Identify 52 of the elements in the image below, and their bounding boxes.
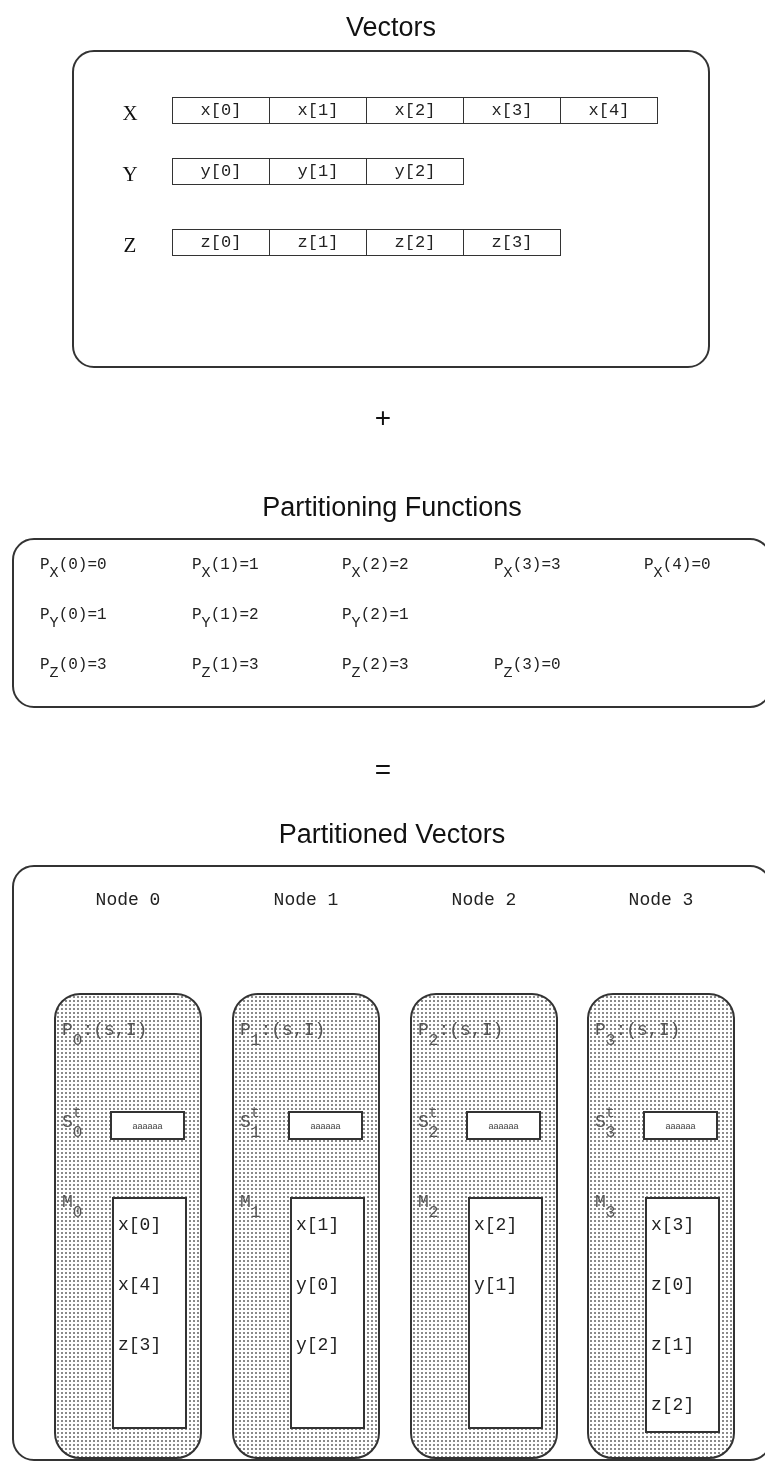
- vector-element: x[1]: [296, 1215, 340, 1235]
- array-cell: x[0]: [172, 97, 270, 124]
- partition-label: P$_{2}$:(s,I): [418, 1020, 504, 1050]
- array-cell: y[1]: [269, 158, 367, 185]
- array-cell: y[0]: [172, 158, 270, 185]
- array-cell: x[4]: [560, 97, 658, 124]
- panel-title: Partitioned Vectors: [278, 819, 506, 850]
- state-box: aaaaaa: [110, 1111, 185, 1140]
- state-box: aaaaaa: [466, 1111, 541, 1140]
- array-cell: x[2]: [366, 97, 464, 124]
- memory-box: [290, 1197, 365, 1429]
- memory-box: [112, 1197, 187, 1429]
- partition-label: P$_{3}$:(s,I): [595, 1020, 681, 1050]
- operator-symbol: =: [374, 754, 392, 786]
- vector-element: z[0]: [651, 1275, 695, 1295]
- vector-element: z[2]: [651, 1395, 695, 1415]
- array-cell: z[3]: [463, 229, 561, 256]
- vector-element: z[1]: [651, 1335, 695, 1355]
- node-title: Node 2: [451, 890, 517, 910]
- state-box: aaaaaa: [288, 1111, 363, 1140]
- memory-label: M$_{2}$: [418, 1192, 439, 1222]
- row-label: Y: [122, 161, 138, 187]
- node-title: Node 3: [628, 890, 694, 910]
- memory-label: M$_{0}$: [62, 1192, 83, 1222]
- memory-label: M$_{3}$: [595, 1192, 616, 1222]
- array-cell: x[3]: [463, 97, 561, 124]
- vector-element: x[3]: [651, 1215, 695, 1235]
- state-box: aaaaaa: [643, 1111, 718, 1140]
- panel-title: Vectors: [346, 12, 436, 43]
- partition-label: P$_{0}$:(s,I): [62, 1020, 148, 1050]
- row-label: Z: [123, 232, 137, 258]
- vector-element: y[2]: [296, 1335, 340, 1355]
- vector-element: y[0]: [296, 1275, 340, 1295]
- memory-box: [645, 1197, 720, 1433]
- vector-element: x[4]: [118, 1275, 162, 1295]
- panel-title: Partitioning Functions: [262, 492, 522, 523]
- array-cell: z[0]: [172, 229, 270, 256]
- vector-element: z[3]: [118, 1335, 162, 1355]
- array-cell: z[2]: [366, 229, 464, 256]
- vector-element: x[0]: [118, 1215, 162, 1235]
- node-title: Node 0: [95, 890, 161, 910]
- operator-symbol: +: [374, 402, 392, 434]
- vector-element: y[1]: [474, 1275, 518, 1295]
- node-title: Node 1: [273, 890, 339, 910]
- array-cell: z[1]: [269, 229, 367, 256]
- row-label: X: [122, 100, 138, 126]
- array-cell: y[2]: [366, 158, 464, 185]
- vector-element: x[2]: [474, 1215, 518, 1235]
- memory-box: [468, 1197, 543, 1429]
- partition-label: P$_{1}$:(s,I): [240, 1020, 326, 1050]
- array-cell: x[1]: [269, 97, 367, 124]
- memory-label: M$_{1}$: [240, 1192, 261, 1222]
